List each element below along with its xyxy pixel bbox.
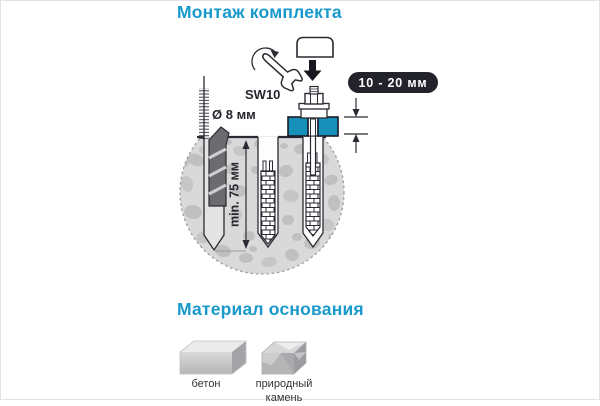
rotation-arrow-icon [251, 47, 277, 71]
drill-diameter-label: Ø 8 мм [212, 107, 256, 122]
anchor-dowel-left [260, 160, 276, 245]
gap-dimension [344, 98, 368, 153]
section-title-mounting: Монтаж комплекта [177, 2, 342, 22]
wrench-icon [251, 47, 303, 92]
down-arrow-icon [303, 60, 322, 81]
material-label-concrete: бетон [191, 378, 221, 390]
gap-range-badge: 10 - 20 мм [348, 72, 438, 93]
section-title-materials: Материал основания [177, 299, 364, 319]
anchor-dowel-right [305, 152, 321, 237]
natural-stone-icon [261, 341, 307, 375]
hex-bolt-assembly [298, 85, 330, 119]
drill-bit-icon [208, 126, 230, 207]
concrete-block-icon [179, 340, 247, 375]
min-depth-label: min. 75 мм [227, 161, 242, 228]
depth-dimension [215, 140, 250, 252]
material-label-natural-stone: природный камень [255, 378, 313, 404]
mounting-profile [287, 116, 339, 137]
cover-cap-icon [296, 36, 334, 58]
wrench-size-label: SW10 [245, 87, 281, 102]
drill-bit-gauge-icon [199, 76, 209, 140]
